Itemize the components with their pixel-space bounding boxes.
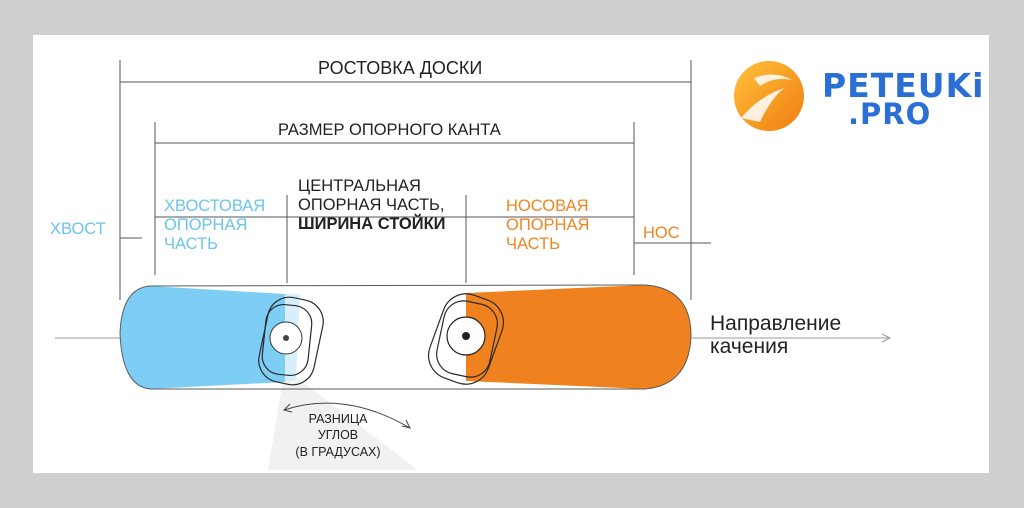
nose-contact-line3: ЧАСТЬ xyxy=(506,234,560,253)
tail-binding xyxy=(258,296,324,386)
nose-section xyxy=(466,285,691,389)
angle-diff-line2: УГЛОВ xyxy=(317,428,359,443)
board-outline xyxy=(119,284,692,390)
nose-contact-line2: ОПОРНАЯ xyxy=(506,215,590,234)
center-section xyxy=(296,293,466,381)
nose-contact-label: НОСОВАЯ ОПОРНАЯ ЧАСТЬ xyxy=(506,197,589,254)
diagram-canvas xyxy=(33,35,989,473)
tail-contact-line2: ОПОРНАЯ xyxy=(164,215,248,234)
tail-contact-line1: ХВОСТОВАЯ xyxy=(164,197,266,215)
tail-contact-label: ХВОСТОВАЯ ОПОРНАЯ ЧАСТЬ xyxy=(164,197,265,254)
logo-mark xyxy=(734,61,804,131)
angle-diff-line1: РАЗНИЦА xyxy=(308,412,368,426)
effective-edge-label: РАЗМЕР ОПОРНОГО КАНТА xyxy=(278,121,501,139)
angle-arrow-left xyxy=(283,403,293,413)
board-length-label: РОСТОВКА ДОСКИ xyxy=(318,58,483,78)
stance-width-label: ШИРИНА СТОЙКИ xyxy=(298,214,446,233)
angle-wedge xyxy=(268,380,418,470)
nose-contact-line1: НОСОВАЯ xyxy=(506,197,589,215)
center-contact-line1: ЦЕНТРАЛЬНАЯ xyxy=(298,177,421,195)
center-contact-label: ЦЕНТРАЛЬНАЯ ОПОРНАЯ ЧАСТЬ, ШИРИНА СТОЙКИ xyxy=(298,177,446,234)
dimension-lines xyxy=(119,60,711,300)
nose-label: НОС xyxy=(643,224,680,242)
direction-label: Направление качения xyxy=(710,312,841,358)
angle-diff-label: РАЗНИЦА УГЛОВ (В ГРАДУСАХ) xyxy=(288,411,388,460)
center-contact-line2: ОПОРНАЯ ЧАСТЬ, xyxy=(298,195,445,214)
tail-section xyxy=(120,286,285,389)
direction-line1: Направление xyxy=(710,312,842,335)
nose-binding xyxy=(427,293,505,385)
angle-arc xyxy=(283,402,411,429)
logo-text-line2: .PRO xyxy=(848,97,932,131)
snowboard xyxy=(119,284,692,390)
tail-contact-line3: ЧАСТЬ xyxy=(164,234,218,253)
direction-line2: качения xyxy=(710,335,789,359)
logo-text-line1: PETEUKi xyxy=(822,66,985,105)
tail-label: ХВОСТ xyxy=(50,220,106,238)
angle-diff-line3: (В ГРАДУСАХ) xyxy=(295,444,381,459)
angle-arrow-right xyxy=(401,419,411,429)
